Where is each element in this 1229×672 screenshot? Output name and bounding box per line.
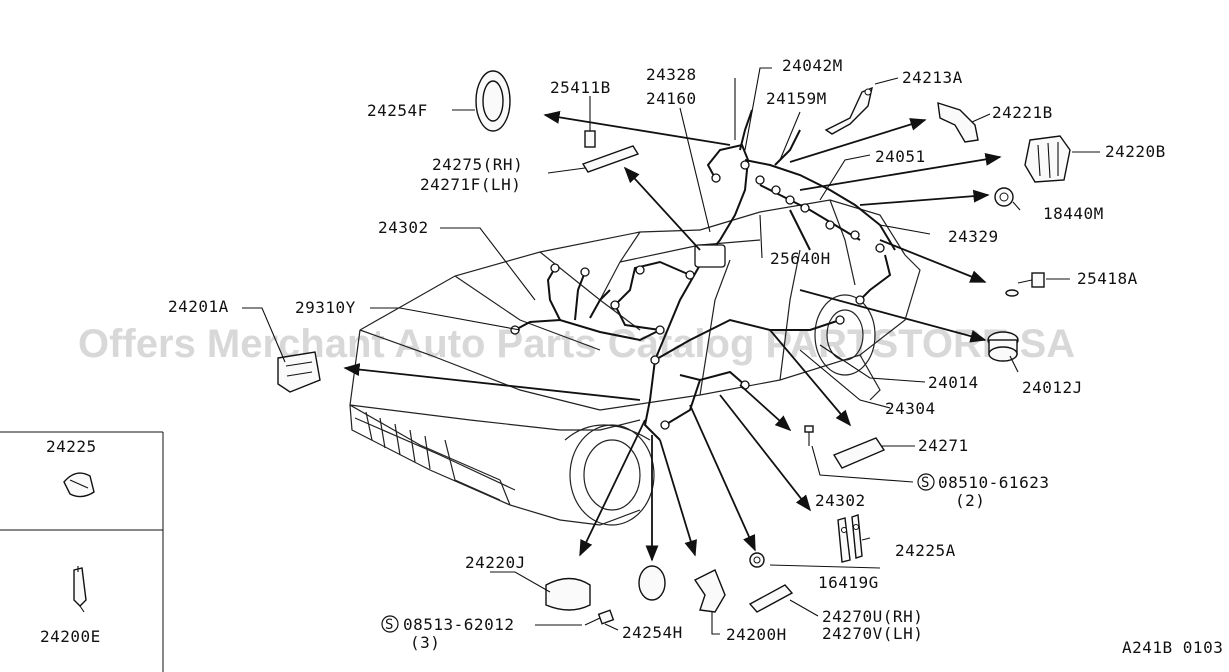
label-24329: 24329 [948,227,999,246]
label-24254H: 24254H [622,623,683,642]
grommet-24254F [475,70,511,132]
bracket-24213A [824,86,873,135]
label-24213A: 24213A [902,68,963,87]
label-24254F: 24254F [367,101,428,120]
label-24302-lower: 24302 [815,491,866,510]
label-24220B: 24220B [1105,142,1166,161]
clamp-24220B [1024,135,1071,183]
figure-code: A241B 0103 [1122,638,1223,657]
watermark: Offers Merchant Auto Parts Catalog PARTS… [78,322,1075,366]
leader-lines [242,67,1100,635]
part-labels: 24254F 25411B 24328 24160 24042M 24213A … [168,56,1223,657]
label-08510-61623: 08510-61623 [938,473,1049,492]
label-24042M: 24042M [782,56,843,75]
bolt-25411B [584,127,596,148]
label-08513-qty: (3) [410,633,440,652]
standard-part-mark-08510: S [917,473,935,491]
label-08510-qty: (2) [955,491,985,510]
s-mark-text: S [921,475,930,491]
s-mark-text: S [385,617,394,633]
bracket-hole [864,88,872,96]
label-24200H: 24200H [726,625,787,644]
bracket-24225A [837,514,863,563]
label-24270URH: 24270U(RH) [822,607,923,626]
car-body-outline [349,199,921,526]
clip-24221B [937,101,979,143]
standard-part-mark-08513: S [381,615,399,633]
label-24328: 24328 [646,65,697,84]
wiring-harness [514,109,896,441]
clip-24225 [63,472,95,498]
clamp-ribs [1037,142,1059,179]
label-24014: 24014 [928,373,979,392]
clip-24200H [693,569,726,613]
inset-label-24225: 24225 [46,437,97,456]
label-24221B: 24221B [992,103,1053,122]
label-24302-upper: 24302 [378,218,429,237]
grommet-16419G [749,552,765,568]
grommet-24012J [987,331,1019,362]
protector-24275 [581,145,640,173]
label-18440M: 18440M [1043,204,1104,223]
harness-connectors [510,160,885,430]
label-24275RH: 24275(RH) [432,155,523,174]
label-25418A: 25418A [1077,269,1138,288]
label-24051: 24051 [875,147,926,166]
clip-24201A [277,351,321,393]
label-08513-62012: 08513-62012 [403,615,514,634]
label-24270VLH: 24270V(LH) [822,624,923,643]
label-24201A: 24201A [168,297,229,316]
label-24304: 24304 [885,399,936,418]
label-24012J: 24012J [1022,378,1083,397]
label-24160: 24160 [646,89,697,108]
protector-24271 [832,437,886,469]
label-24225A: 24225A [895,541,956,560]
bolt-08513-62012 [584,609,615,626]
protector-24270 [748,584,794,613]
label-25640H: 25640H [770,249,831,268]
label-16419G: 16419G [818,573,879,592]
bolt-08510-61623 [804,425,814,446]
screw-25418A [1005,272,1045,297]
grommet-18440M [994,187,1014,207]
inset-panel: 24225 24200E [0,431,164,672]
label-25411B: 25411B [550,78,611,97]
label-24271: 24271 [918,436,969,455]
clip-24220J [545,577,591,611]
callout-arrows [343,110,1002,562]
label-24220J: 24220J [465,553,526,572]
label-29310Y: 29310Y [295,298,356,317]
label-24159M: 24159M [766,89,827,108]
label-24271FLH: 24271F(LH) [420,175,521,194]
clip-24200E [73,566,87,613]
inset-label-24200E: 24200E [40,627,101,646]
plug-24254H [638,565,666,601]
